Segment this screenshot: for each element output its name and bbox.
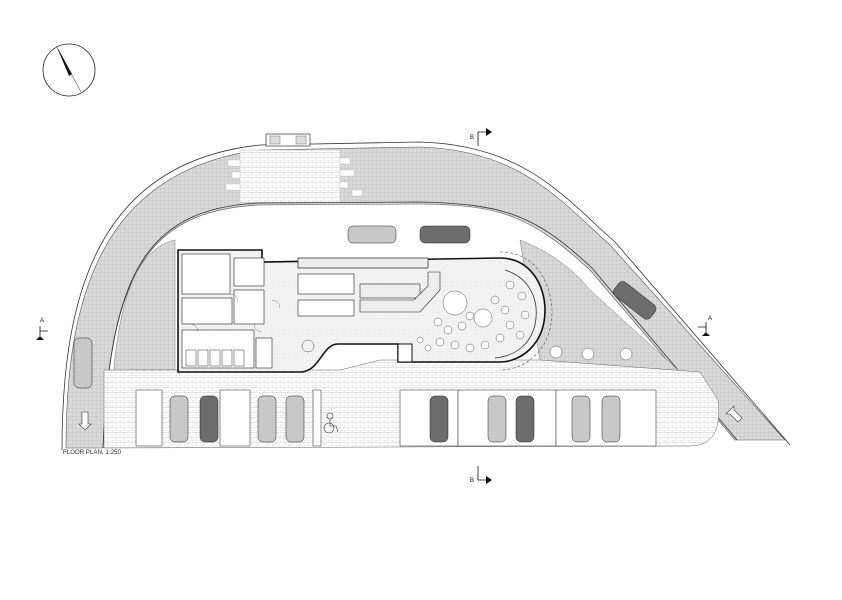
section-marker-a-left: A [36, 318, 48, 340]
accessible-parking-icon [323, 412, 339, 434]
road-edge-inner [102, 201, 738, 449]
dining-area [416, 269, 537, 359]
car-icon [73, 225, 657, 389]
entry-arrow-icon [78, 405, 743, 431]
section-marker-b-top: B [470, 128, 492, 146]
top-entrance-structure [265, 133, 311, 147]
parked-cars [169, 395, 621, 443]
section-marker-b-bottom: B [470, 466, 492, 484]
terrace-outline [499, 251, 553, 371]
brick-transition-patches [225, 149, 363, 203]
road-edge-outer [61, 141, 791, 451]
floor-plan-caption: FLOOR PLAN, 1:250 [63, 450, 122, 456]
building-footprint [177, 249, 546, 373]
section-marker-a-right: A [698, 316, 712, 336]
north-arrow-icon [42, 43, 96, 97]
section-label-b-top: B [470, 135, 474, 141]
tree-planters [549, 345, 633, 361]
section-label-a-right: A [708, 316, 712, 322]
section-label-a-left: A [40, 318, 44, 324]
section-label-b-bottom: B [470, 478, 474, 484]
